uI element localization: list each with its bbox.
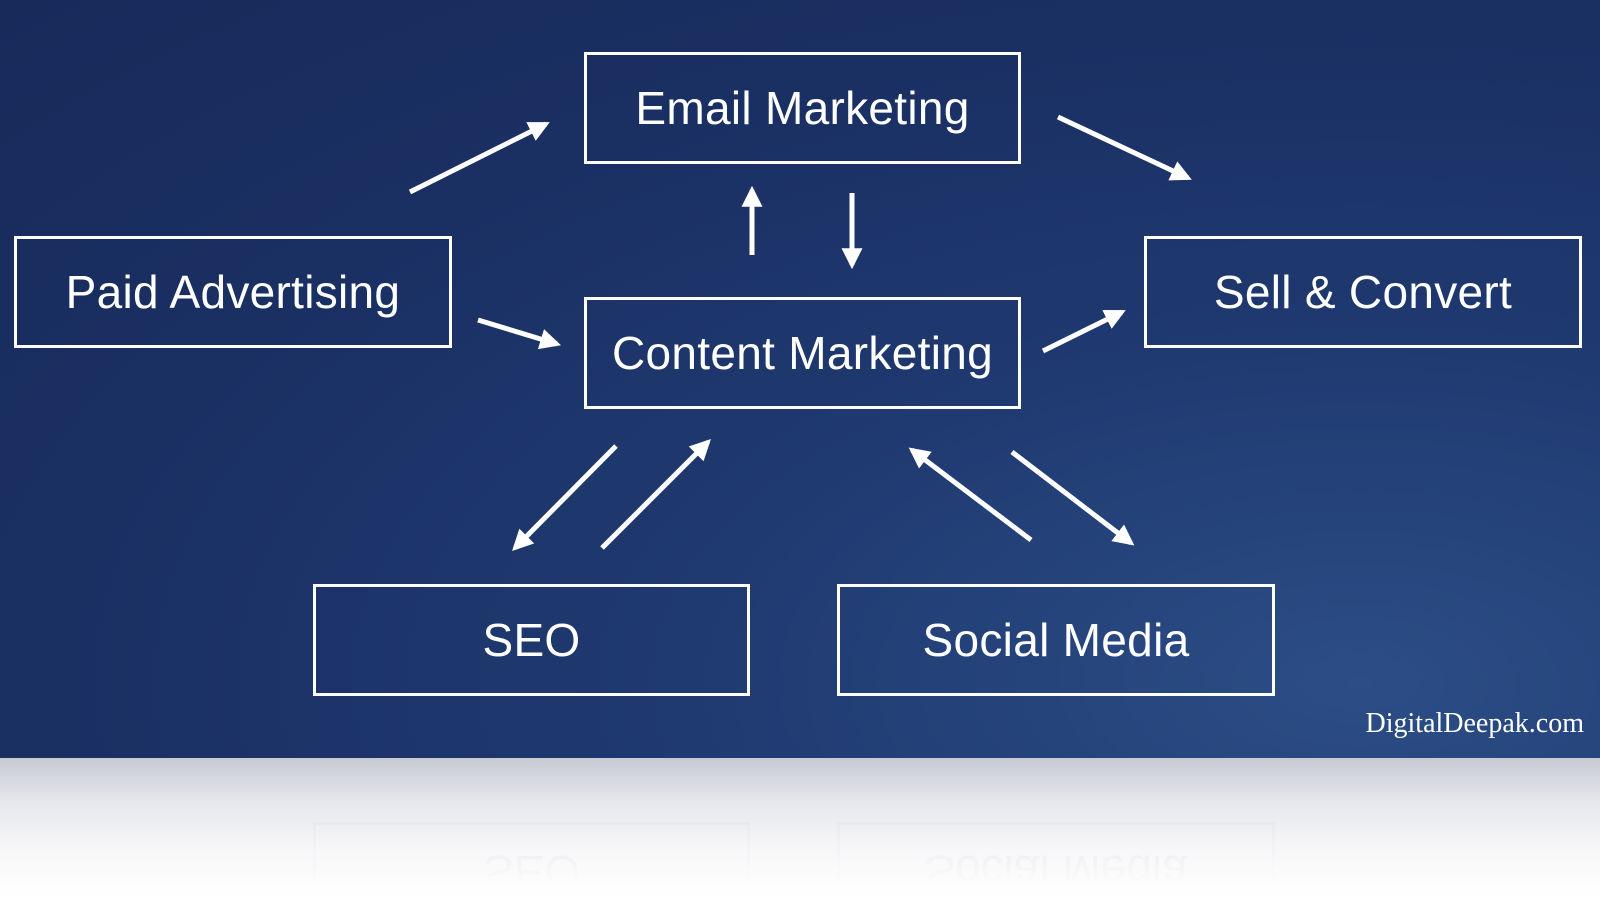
seo-box: SEO	[313, 584, 750, 696]
arrow-content-to-sell	[1041, 309, 1126, 354]
arrow-email-to-sell	[1056, 114, 1192, 181]
arrow-content-to-seo	[512, 444, 618, 551]
email-marketing-box: Email Marketing	[584, 52, 1021, 164]
sell-convert-box: Sell & Convert	[1144, 236, 1582, 348]
arrow-paid-to-content	[477, 317, 562, 350]
social-media-reflection: Social Media	[837, 822, 1275, 898]
arrows-layer	[408, 114, 1192, 551]
arrow-social-to-content	[908, 447, 1033, 542]
diagram-slide: Email Marketing Paid Advertising Sell & …	[0, 0, 1600, 758]
social-media-box: Social Media	[837, 584, 1275, 696]
arrow-content-to-social	[1010, 450, 1135, 546]
seo-reflection: SEO	[313, 822, 750, 898]
content-marketing-box: Content Marketing	[584, 297, 1021, 409]
watermark: DigitalDeepak.com	[1365, 708, 1584, 739]
reflection: SEO Social Media	[0, 758, 1600, 898]
arrow-paid-to-email	[408, 121, 550, 195]
paid-advertising-box: Paid Advertising	[14, 236, 452, 348]
arrow-seo-to-content	[600, 439, 711, 550]
